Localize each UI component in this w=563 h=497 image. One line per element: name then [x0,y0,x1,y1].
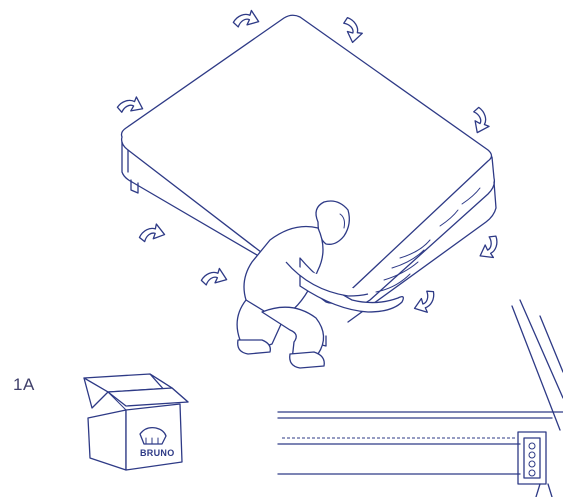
unboxing-arrow-icon [341,15,364,42]
zipper-slot [529,470,535,476]
zipper-slot [529,443,535,449]
unboxing-arrow-icon [415,288,438,315]
zipper-slot [529,452,535,458]
person-shoe-right [290,352,325,368]
person-shoe-left [238,340,271,354]
unboxing-arrow-icon [200,267,227,287]
step-label: 1A [13,375,35,395]
unboxing-arrow-icon [116,96,143,115]
mattress [122,15,497,346]
box-front [88,410,126,470]
shipping-box: BRUNO [84,374,188,470]
unboxing-arrow-icon [480,233,500,260]
unboxing-arrow-icon [137,223,164,245]
bear-logo-icon [140,428,166,444]
mattress-side-right [342,157,494,306]
unboxing-arrow-icon [232,9,259,29]
unboxing-arrow-icon [471,106,490,133]
box-brand: BRUNO [140,448,175,458]
zipper-slot [529,461,535,467]
person-lifting [237,201,403,368]
